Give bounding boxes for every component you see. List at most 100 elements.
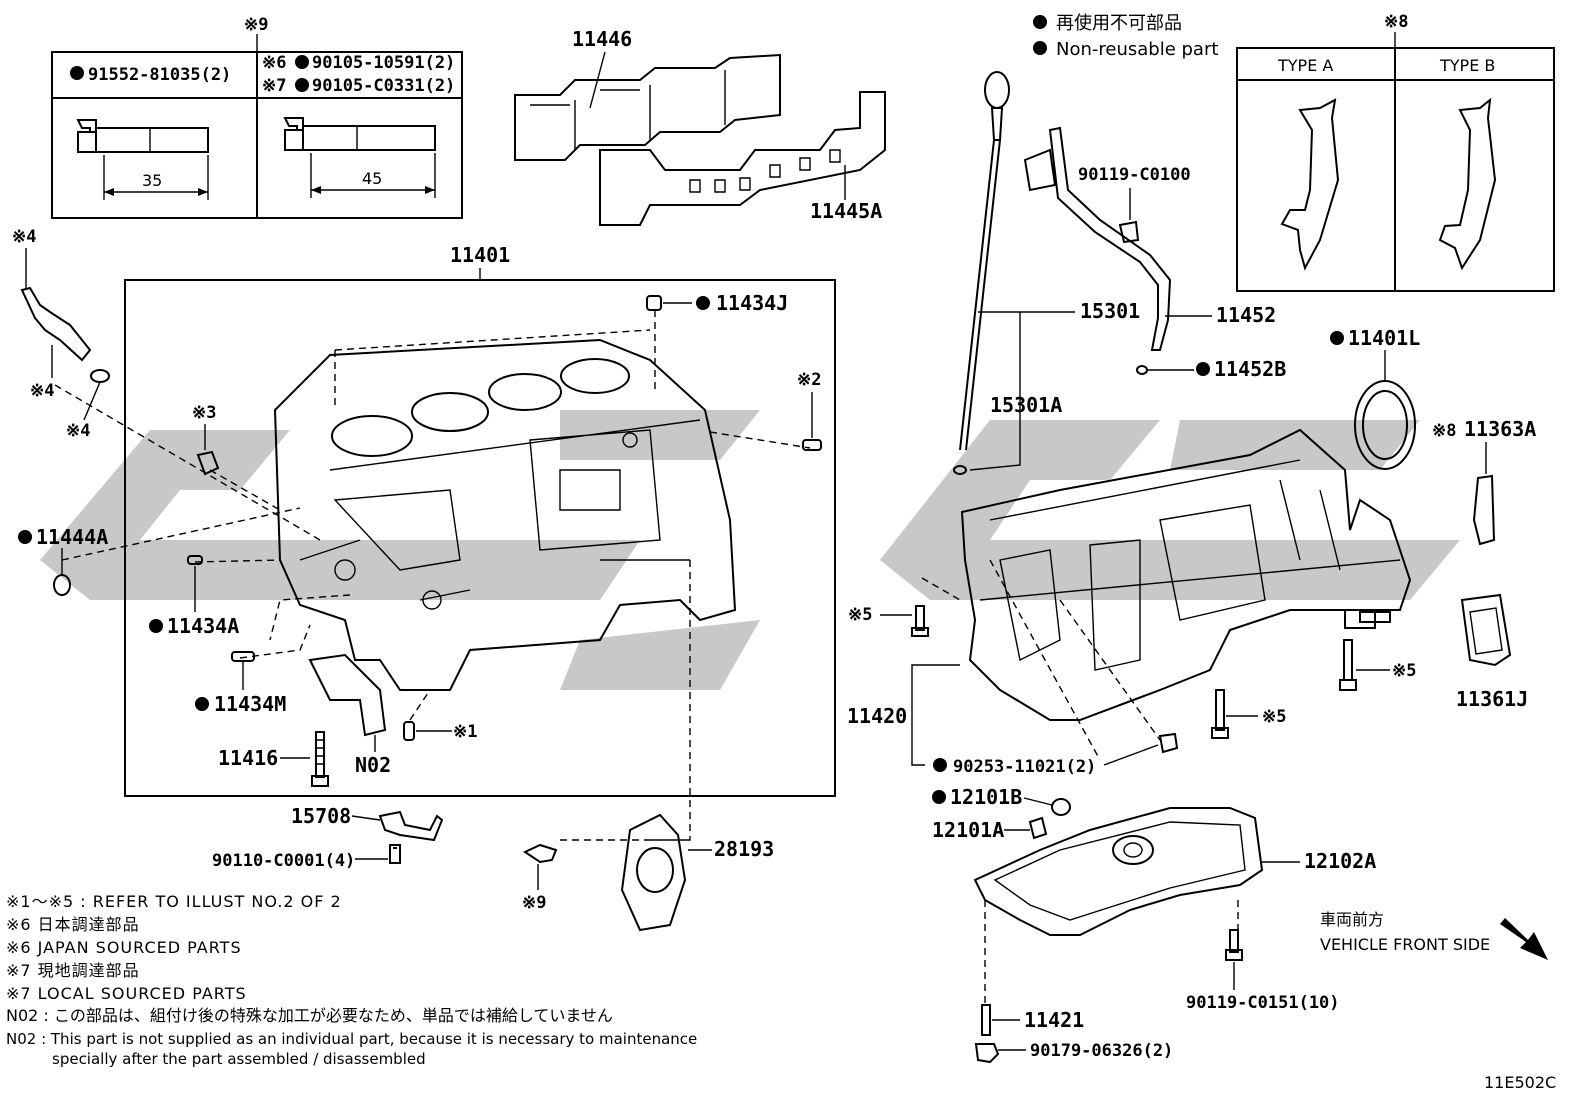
pin-11434A-icon bbox=[187, 555, 203, 565]
cylinder-block-frame bbox=[124, 279, 836, 797]
bolt-table-note-mark: ※9 bbox=[244, 15, 268, 35]
note-mark-4c: ※4 bbox=[66, 421, 90, 441]
dipstick-guide-icon bbox=[1023, 126, 1172, 351]
bolt-spec-table: 91552-81035(2) ※6 90105-10591(2) ※7 9010… bbox=[51, 15, 463, 219]
label-12101B: 12101B bbox=[950, 785, 1022, 809]
note-line-5: ※7 LOCAL SOURCED PARTS bbox=[6, 984, 247, 1003]
stud-11421-icon bbox=[981, 1004, 991, 1036]
note-mark-4b: ※4 bbox=[30, 381, 54, 401]
label-11434M: 11434M bbox=[214, 692, 286, 716]
bolt-90119b-icon bbox=[1225, 929, 1243, 961]
water-jacket-spacer-icon bbox=[514, 53, 886, 226]
label-11363A: 11363A bbox=[1464, 417, 1536, 441]
note-mark-5a: ※5 bbox=[848, 605, 872, 625]
legend-jp: 再使用不可部品 bbox=[1056, 13, 1182, 34]
label-11420: 11420 bbox=[847, 704, 907, 728]
legend-en: Non-reusable part bbox=[1056, 39, 1218, 60]
nut-90253-icon bbox=[1158, 732, 1179, 754]
bolt-90119a-icon bbox=[1118, 220, 1140, 244]
bolt-5b-icon bbox=[1339, 639, 1357, 691]
label-15301: 15301 bbox=[1080, 299, 1140, 323]
note-mark-5b: ※5 bbox=[1392, 661, 1416, 681]
note-mark-9: ※9 bbox=[522, 893, 546, 913]
plug-bolt-icon bbox=[196, 450, 220, 476]
vehicle-front-jp: 車両前方 bbox=[1320, 910, 1384, 929]
label-90119-C0100: 90119-C0100 bbox=[1078, 165, 1191, 185]
label-90110: 90110-C0001(4) bbox=[212, 851, 355, 871]
label-11401L: 11401L bbox=[1348, 326, 1420, 350]
bolt-35-icon bbox=[76, 119, 209, 200]
label-11445A: 11445A bbox=[810, 199, 882, 223]
bolt-table-col2-header-1: 90105-10591(2) bbox=[312, 53, 455, 73]
label-11401: 11401 bbox=[450, 243, 510, 267]
note-mark-6: ※6 bbox=[262, 53, 286, 73]
bolt-length-45: 45 bbox=[362, 169, 382, 188]
bolt-length-35: 35 bbox=[142, 171, 162, 190]
note-mark-7: ※7 bbox=[262, 76, 286, 96]
note-mark-1: ※1 bbox=[453, 722, 477, 742]
label-11416: 11416 bbox=[218, 746, 278, 770]
bearing-cap-icon bbox=[308, 653, 387, 737]
note-mark-8: ※8 bbox=[1432, 421, 1456, 441]
type-a-clip-icon bbox=[1280, 98, 1340, 271]
note-mark-2: ※2 bbox=[797, 370, 821, 390]
gasket-cover-icon bbox=[620, 813, 687, 932]
note-mark-5c: ※5 bbox=[1262, 707, 1286, 727]
clip-11363A-icon bbox=[1472, 474, 1496, 546]
type-b-clip-icon bbox=[1438, 97, 1497, 271]
cover-11361J-icon bbox=[1460, 593, 1512, 667]
oil-pan-icon bbox=[973, 807, 1264, 936]
label-N02: N02 bbox=[355, 753, 391, 777]
pin-11434M-icon bbox=[231, 651, 255, 662]
note-line-4: ※7 現地調達部品 bbox=[6, 961, 140, 980]
o-ring-11452B-icon bbox=[1136, 365, 1148, 375]
bolt-90110-icon bbox=[389, 844, 401, 864]
illustration-id: 11E502C bbox=[1484, 1073, 1556, 1092]
note-line-2: ※6 日本調達部品 bbox=[6, 915, 140, 934]
label-11361J: 11361J bbox=[1456, 687, 1528, 711]
label-12101A: 12101A bbox=[932, 818, 1004, 842]
label-11452B: 11452B bbox=[1214, 357, 1286, 381]
note-line-8: specially after the part assembled / dis… bbox=[52, 1050, 426, 1068]
note-mark-4a: ※4 bbox=[12, 227, 36, 247]
label-15301A: 15301A bbox=[990, 393, 1062, 417]
type-b-header: TYPE B bbox=[1439, 56, 1495, 75]
bolt-table-col1-header: 91552-81035(2) bbox=[88, 65, 231, 85]
bolt-table-col2-header-2: 90105-C0331(2) bbox=[312, 76, 455, 96]
plug-11434J-icon bbox=[646, 295, 662, 311]
front-arrow-icon bbox=[1500, 918, 1548, 960]
bolt-5c-icon bbox=[1211, 689, 1229, 739]
pin-icon bbox=[802, 439, 822, 451]
cylinder-block-icon bbox=[273, 338, 737, 691]
oil-jet-icon bbox=[20, 286, 110, 383]
type-table bbox=[1236, 32, 1555, 292]
type-a-header: TYPE A bbox=[1277, 56, 1333, 75]
label-11421: 11421 bbox=[1024, 1008, 1084, 1032]
crankcase-icon bbox=[960, 428, 1412, 721]
bolt-9-icon bbox=[522, 843, 558, 864]
bolt-5a-icon bbox=[911, 605, 929, 637]
washer-12101B-icon bbox=[1051, 798, 1071, 816]
note-line-1: ※1～※5 : REFER TO ILLUST NO.2 OF 2 bbox=[6, 892, 342, 911]
vehicle-front-en: VEHICLE FRONT SIDE bbox=[1320, 935, 1490, 954]
drain-plug-icon bbox=[1028, 816, 1048, 840]
nut-90179-icon bbox=[974, 1043, 1000, 1064]
pin-1-icon bbox=[403, 721, 415, 741]
type-table-note-mark: ※8 bbox=[1384, 12, 1408, 32]
label-90119-C0151: 90119-C0151(10) bbox=[1186, 993, 1340, 1013]
oil-pipe-icon bbox=[378, 810, 444, 842]
note-line-6: N02 : この部品は、組付け後の特殊な加工が必要なため、単品では補給していませ… bbox=[6, 1006, 613, 1025]
label-15708: 15708 bbox=[291, 804, 351, 828]
label-12102A: 12102A bbox=[1304, 849, 1376, 873]
note-line-3: ※6 JAPAN SOURCED PARTS bbox=[6, 938, 242, 957]
label-11434J: 11434J bbox=[716, 291, 788, 315]
bolt-45-icon bbox=[283, 117, 436, 198]
note-mark-3: ※3 bbox=[192, 403, 216, 423]
label-11434A: 11434A bbox=[167, 614, 239, 638]
o-ring-11444A-icon bbox=[53, 574, 71, 596]
label-90253: 90253-11021(2) bbox=[953, 757, 1096, 777]
notes: ※1～※5 : REFER TO ILLUST NO.2 OF 2 ※6 日本調… bbox=[6, 892, 697, 1068]
bolt-11416-icon bbox=[311, 731, 329, 787]
label-11446: 11446 bbox=[572, 27, 632, 51]
